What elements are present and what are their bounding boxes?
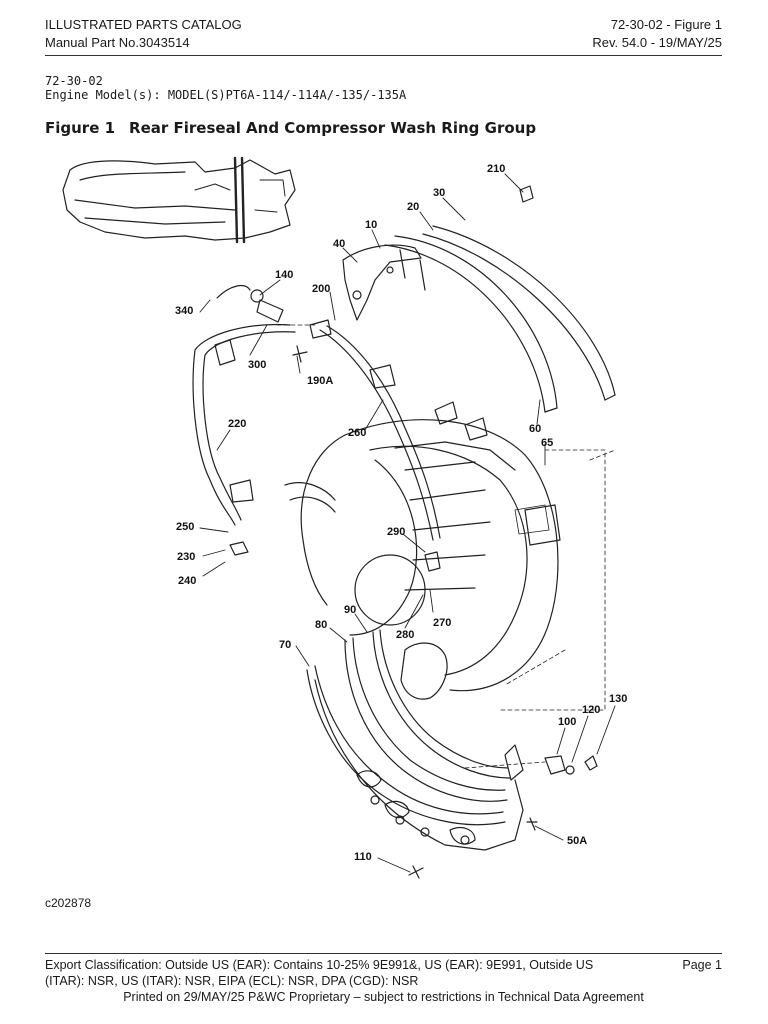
header-right: 72-30-02 - Figure 1 Rev. 54.0 - 19/MAY/2… [592, 16, 722, 52]
callout-300: 300 [248, 359, 266, 371]
callout-270: 270 [433, 617, 451, 629]
tube-fittings [216, 185, 534, 572]
catalog-title: ILLUSTRATED PARTS CATALOG [45, 17, 242, 32]
callout-50a: 50A [567, 835, 587, 847]
callout-20: 20 [407, 201, 419, 213]
callout-340: 340 [175, 305, 193, 317]
locator-view [62, 156, 296, 244]
callout-110: 110 [354, 851, 372, 863]
manual-part-number: Manual Part No.3043514 [45, 35, 190, 50]
leader-lines [199, 173, 616, 873]
engine-models: Engine Model(s): MODEL(S)PT6A-114/-114A/… [45, 88, 407, 102]
callout-210: 210 [487, 163, 505, 175]
gas-generator-case [284, 401, 561, 700]
callout-280: 280 [396, 629, 414, 641]
callout-40: 40 [333, 238, 345, 250]
callout-220: 220 [228, 418, 246, 430]
callout-80: 80 [315, 619, 327, 631]
header-left: ILLUSTRATED PARTS CATALOG Manual Part No… [45, 16, 242, 52]
figure-reference: 72-30-02 - Figure 1 [610, 17, 722, 32]
rear-fireseal-ring [384, 225, 616, 413]
callout-130: 130 [609, 693, 627, 705]
section-info: 72-30-02 Engine Model(s): MODEL(S)PT6A-1… [45, 74, 406, 102]
upper-bracket [342, 244, 426, 321]
revision-label: Rev. 54.0 - 19/MAY/25 [592, 35, 722, 50]
wash-ring-tubes [192, 323, 441, 541]
page-number: Page 1 [682, 958, 722, 972]
lower-hardware [408, 755, 598, 879]
export-classification-line-1: Export Classification: Outside US (EAR):… [45, 958, 594, 972]
callout-230: 230 [177, 551, 195, 563]
footer: Export Classification: Outside US (EAR):… [45, 957, 722, 1005]
callout-90: 90 [344, 604, 356, 616]
callout-120: 120 [582, 704, 600, 716]
figure-number: Figure 1 [45, 119, 116, 137]
figure-title: Figure 1 Rear Fireseal And Compressor Was… [45, 119, 536, 137]
art-id: c202878 [45, 896, 92, 910]
footer-rule [45, 953, 722, 954]
callout-labels: 210 30 20 10 40 140 200 340 300 190A 220… [175, 163, 627, 863]
export-classification-line-2: (ITAR): NSR, US (ITAR): NSR, EIPA (ECL):… [45, 974, 419, 988]
callout-30: 30 [433, 187, 445, 199]
callout-100: 100 [558, 716, 576, 728]
callout-190a: 190A [307, 375, 333, 387]
lower-fireseal-segments [306, 629, 524, 851]
header-rule [45, 55, 722, 56]
callout-240: 240 [178, 575, 196, 587]
callout-10: 10 [365, 219, 377, 231]
callout-70: 70 [279, 639, 291, 651]
callout-140: 140 [275, 269, 293, 281]
callout-60: 60 [529, 423, 541, 435]
callout-65: 65 [541, 437, 553, 449]
figure-caption: Rear Fireseal And Compressor Wash Ring G… [129, 119, 537, 137]
section-code: 72-30-02 [45, 74, 103, 88]
phantom-lines [276, 324, 616, 769]
callout-260: 260 [348, 427, 366, 439]
callout-290: 290 [387, 526, 405, 538]
callout-250: 250 [176, 521, 194, 533]
printed-notice: Printed on 29/MAY/25 P&WC Proprietary – … [123, 990, 644, 1004]
callout-200: 200 [312, 283, 330, 295]
parts-illustration: 210 30 20 10 40 140 200 340 300 190A 220… [62, 156, 627, 879]
